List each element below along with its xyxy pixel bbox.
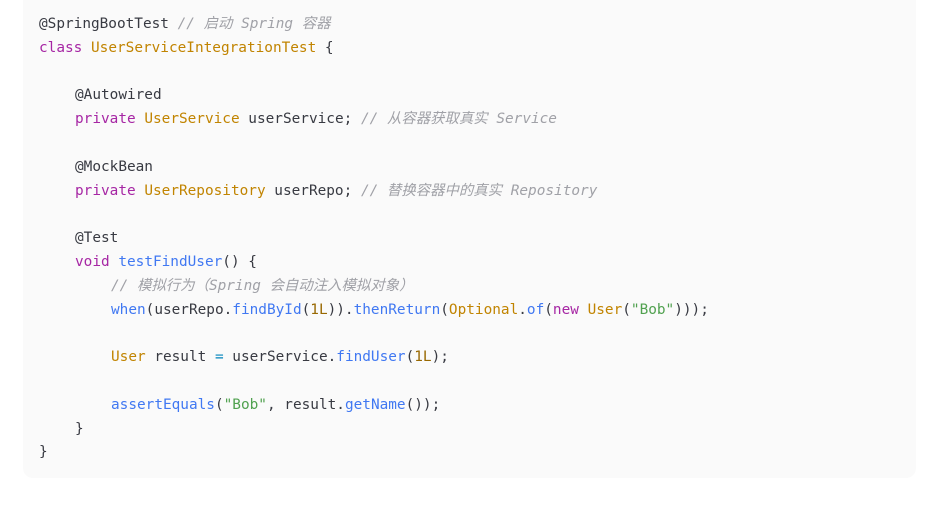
code-token: when bbox=[111, 301, 146, 318]
code-token: testFindUser bbox=[118, 253, 223, 270]
code-token: // 启动 Spring 容器 bbox=[177, 16, 331, 32]
code-line-15: User result = userService.findUser(1L); bbox=[39, 346, 709, 370]
code-line-6 bbox=[39, 132, 709, 156]
code-token bbox=[82, 40, 91, 56]
code-line-12: // 模拟行为（Spring 会自动注入模拟对象） bbox=[39, 275, 709, 299]
code-token: () { bbox=[222, 253, 257, 270]
code-token: ( bbox=[405, 349, 415, 366]
code-token: assertEquals bbox=[111, 396, 215, 413]
code-line-17: assertEquals("Bob", result.getName()); bbox=[39, 394, 709, 418]
code-token: userService. bbox=[223, 349, 337, 366]
code-token: UserServiceIntegrationTest bbox=[91, 39, 317, 56]
code-line-5: private UserService userService; // 从容器获… bbox=[39, 108, 709, 132]
code-token: class bbox=[39, 39, 83, 56]
code-token: @MockBean bbox=[75, 158, 153, 175]
code-token bbox=[169, 16, 178, 32]
code-token: private bbox=[75, 111, 136, 128]
code-token: "Bob" bbox=[630, 301, 675, 318]
code-token: . bbox=[518, 301, 527, 318]
code-token: User bbox=[111, 349, 146, 366]
code-token: UserRepository bbox=[144, 182, 266, 199]
code-line-1: @SpringBootTest // 启动 Spring 容器 bbox=[39, 13, 709, 37]
code-token: ( bbox=[301, 301, 311, 318]
code-token: findById bbox=[232, 301, 302, 318]
code-token: result bbox=[145, 349, 215, 366]
code-token: ( bbox=[544, 301, 553, 318]
code-line-9 bbox=[39, 203, 709, 227]
code-token: Optional bbox=[448, 301, 519, 318]
code-token: ))); bbox=[674, 301, 709, 318]
code-line-14 bbox=[39, 322, 709, 346]
code-token: of bbox=[526, 301, 545, 318]
code-token bbox=[579, 302, 588, 318]
code-token: getName bbox=[344, 396, 406, 413]
code-token: ( bbox=[214, 396, 224, 413]
code-token: } bbox=[39, 444, 48, 461]
code-line-11: void testFindUser() { bbox=[39, 251, 709, 275]
code-token: userRepo; bbox=[265, 182, 361, 199]
code-token: // 模拟行为（Spring 会自动注入模拟对象） bbox=[111, 277, 414, 294]
code-line-3 bbox=[39, 61, 709, 85]
code-token: "Bob" bbox=[223, 396, 267, 413]
code-token: = bbox=[214, 349, 224, 366]
code-token: userService; bbox=[239, 111, 361, 128]
code-line-7: @MockBean bbox=[39, 156, 709, 180]
code-line-18: } bbox=[39, 418, 709, 442]
code-token: void bbox=[75, 253, 110, 270]
code-token: new bbox=[552, 301, 579, 318]
code-line-13: when(userRepo.findById(1L)).thenReturn(O… bbox=[39, 299, 709, 323]
code-token: @Test bbox=[75, 230, 119, 247]
code-token: findUser bbox=[336, 349, 406, 366]
code-token: ()); bbox=[405, 396, 441, 413]
code-token: { bbox=[316, 39, 334, 56]
code-line-19: } bbox=[39, 441, 709, 465]
code-line-2: class UserServiceIntegrationTest { bbox=[39, 37, 709, 61]
code-token: User bbox=[587, 301, 623, 318]
code-token: thenReturn bbox=[353, 301, 441, 318]
code-line-10: @Test bbox=[39, 227, 709, 251]
code-token: ( bbox=[440, 301, 449, 318]
code-line-4: @Autowired bbox=[39, 84, 709, 108]
code-token: (userRepo. bbox=[145, 301, 233, 318]
code-token: , result. bbox=[266, 396, 345, 413]
code-line-16 bbox=[39, 370, 709, 394]
code-token: } bbox=[75, 420, 84, 437]
code-token: // 从容器获取真实 Service bbox=[360, 111, 557, 128]
code-token: @SpringBootTest bbox=[39, 16, 169, 32]
code-token: ( bbox=[622, 301, 631, 318]
code-token: 1L bbox=[310, 301, 328, 318]
code-token: // 替换容器中的真实 Repository bbox=[360, 182, 598, 199]
code-token: ); bbox=[431, 349, 449, 366]
code-token: @Autowired bbox=[75, 87, 162, 104]
code-token: private bbox=[75, 182, 136, 199]
code-token: 1L bbox=[414, 349, 432, 366]
code-token: )). bbox=[327, 301, 354, 318]
code-line-8: private UserRepository userRepo; // 替换容器… bbox=[39, 180, 709, 204]
code-token: UserService bbox=[144, 111, 240, 128]
